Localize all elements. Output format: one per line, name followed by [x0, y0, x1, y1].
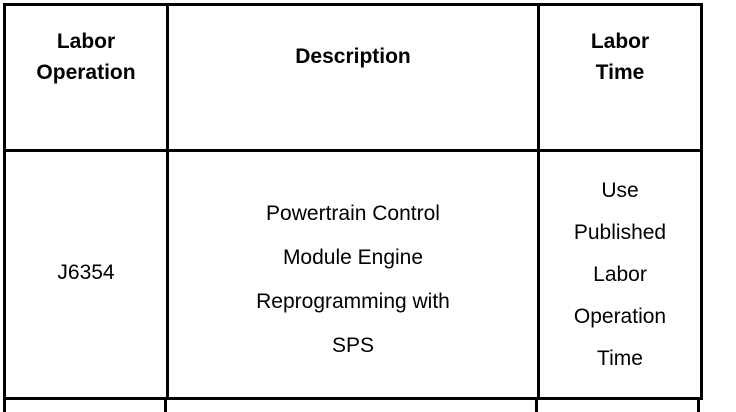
header-line: Time [595, 61, 645, 84]
labor-time-line: Labor [593, 263, 647, 286]
header-line: Operation [36, 61, 136, 84]
next-row-border-stub-right [697, 400, 700, 412]
description-line: Reprogramming with [256, 290, 450, 313]
next-row-border-stub-mid-2 [535, 400, 538, 412]
next-row-border-stub-left [3, 400, 6, 412]
description-line: Module Engine [282, 246, 424, 269]
labor-time-text: Use Published Labor Operation Time [540, 170, 700, 380]
labor-time-line: Operation [573, 305, 667, 328]
cell-labor-operation-code: J6354 [3, 149, 169, 400]
next-row-border-stub-mid-1 [164, 400, 167, 412]
labor-time-line: Use [601, 179, 639, 202]
cell-description: Powertrain Control Module Engine Reprogr… [166, 149, 540, 400]
header-cell-labor-operation: Labor Operation [3, 3, 169, 152]
table-row: J6354 Powertrain Control Module Engine R… [3, 149, 703, 400]
description-line: SPS [331, 334, 375, 357]
header-cell-description: Description [166, 3, 540, 152]
cell-labor-time: Use Published Labor Operation Time [537, 149, 703, 400]
header-line: Description [295, 45, 411, 68]
description-text: Powertrain Control Module Engine Reprogr… [169, 192, 537, 368]
header-line: Labor [590, 30, 650, 53]
table-header-row: Labor Operation Description Labor Time [3, 3, 703, 152]
header-label-labor-operation: Labor Operation [6, 26, 166, 88]
header-label-labor-time: Labor Time [540, 26, 700, 88]
labor-time-line: Time [597, 347, 643, 370]
header-cell-labor-time: Labor Time [537, 3, 703, 152]
labor-time-line: Published [573, 221, 667, 244]
labor-operation-table: Labor Operation Description Labor Time [3, 3, 703, 400]
header-label-description: Description [169, 41, 537, 72]
labor-operation-code: J6354 [57, 261, 115, 284]
header-line: Labor [56, 30, 116, 53]
description-line: Powertrain Control [266, 202, 440, 225]
